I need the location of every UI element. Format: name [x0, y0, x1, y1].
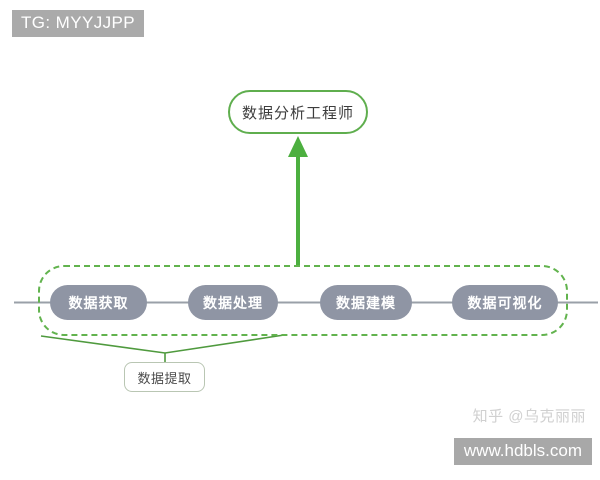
- watermark-site-url: www.hdbls.com: [453, 438, 592, 466]
- watermark-zhihu-handle: 知乎 @乌克丽丽: [472, 408, 586, 425]
- pipeline-step-label: 数据获取: [68, 294, 129, 311]
- callout-data-extraction[interactable]: 数据提取: [124, 362, 205, 392]
- arrow-up-head: [288, 136, 308, 157]
- pipeline-step-label: 数据可视化: [467, 294, 543, 311]
- pipeline-step-data-modeling[interactable]: 数据建模: [320, 285, 412, 320]
- watermark-telegram: TG: MYYJJPP: [12, 10, 144, 38]
- pipeline-group-region: [38, 265, 568, 336]
- pipeline-step-data-acquisition[interactable]: 数据获取: [50, 285, 147, 320]
- callout-bracket: [40, 334, 285, 354]
- pipeline-step-label: 数据处理: [203, 294, 263, 311]
- pipeline-step-data-visualization[interactable]: 数据可视化: [452, 285, 558, 320]
- callout-label: 数据提取: [137, 370, 192, 386]
- role-node-label: 数据分析工程师: [241, 104, 354, 122]
- role-node-data-analysis-engineer[interactable]: 数据分析工程师: [228, 90, 368, 134]
- pipeline-step-data-processing[interactable]: 数据处理: [188, 285, 278, 320]
- pipeline-step-label: 数据建模: [336, 294, 396, 311]
